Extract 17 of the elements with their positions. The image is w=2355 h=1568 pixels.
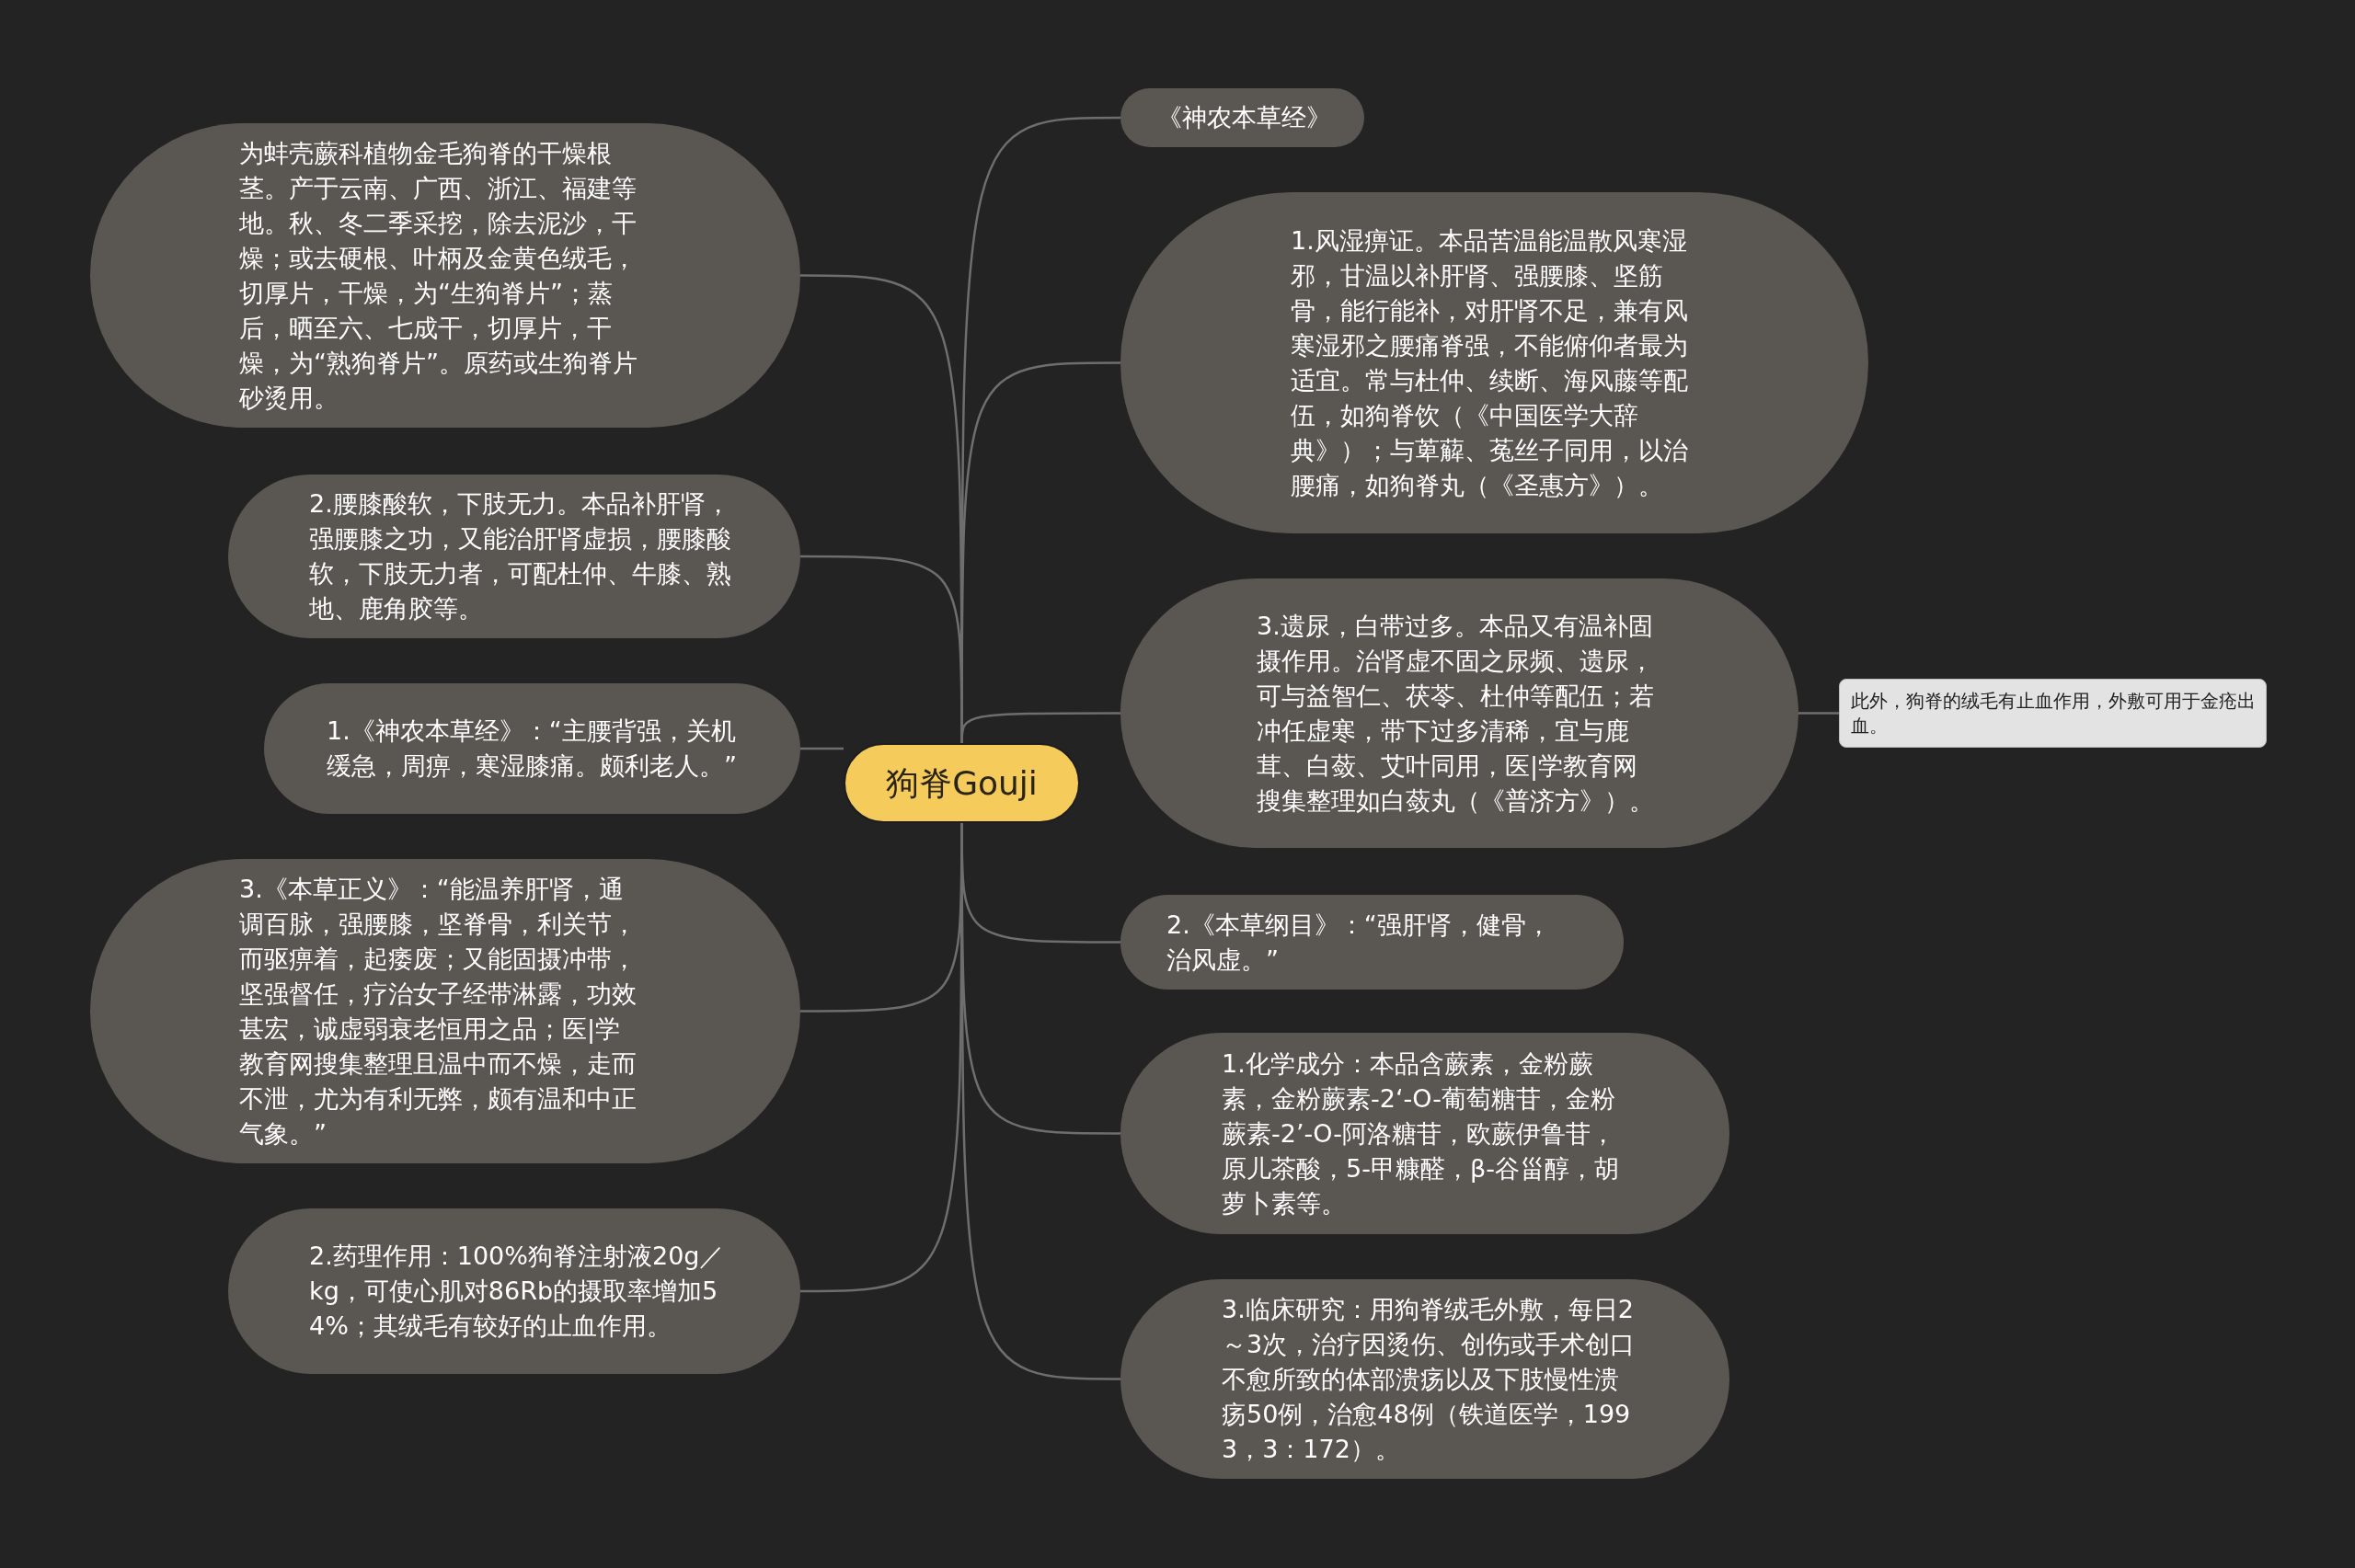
topic-text: 2.药理作用：100%狗脊注射液20g／kg，可使心肌对86Rb的摄取率增加54%；其绒毛有较好的止血作用。 (309, 1241, 726, 1342)
topic-text: 狗脊Gouji (886, 762, 1038, 804)
topic-text: 1.化学成分：本品含蕨素，金粉蕨素，金粉蕨素-2‘-O-葡萄糖苷，金粉蕨素-2’-O-阿洛糖苷，欧蕨伊鲁苷，原儿茶酸，5-甲糠醛，β-谷甾醇，胡萝卜素等。 (1222, 1047, 1620, 1219)
connector-line (800, 747, 844, 750)
topic-text: 3.遗尿，白带过多。本品又有温补固摄作用。治肾虚不固之尿频、遗尿，可与益智仁、茯苓、杜仲等配伍；若冲任虚寒，带下过多清稀，宜与鹿茸、白蔹、艾叶同用，医|学教育网搜集整理如白蔹丸（《普济方》）。 (1257, 610, 1655, 817)
topic-text: 2.《本草纲目》：“强肝肾，健骨，治风虚。” (1166, 909, 1552, 976)
topic-text: 为蚌壳蕨科植物金毛狗脊的干燥根茎。产于云南、广西、浙江、福建等地。秋、冬二季采挖，除去泥沙，干燥；或去硬根、叶柄及金黄色绒毛，切厚片，干燥，为“生狗脊片”；蒸后，晒至六、七成干，切厚片，干燥，为“熟狗脊片”。原药或生狗脊片砂烫用。 (239, 137, 638, 414)
topic-text: 1.《神农本草经》：“主腰背强，关机缓急，周痹，寒湿膝痛。颇利老人。” (327, 715, 738, 782)
connector-line (960, 712, 1120, 743)
topic-text: 2.腰膝酸软，下肢无力。本品补肝肾，强腰膝之功，又能治肝肾虚损，腰膝酸软，下肢无力者，可配杜仲、牛膝、熟地、鹿角胶等。 (309, 488, 732, 624)
topic-text: 《神农本草经》 (1157, 102, 1332, 133)
topic-text: 1.风湿痹证。本品苦温能温散风寒湿邪，甘温以补肝肾、强腰膝、坚筋骨，能行能补，对肝肾不足，兼有风寒湿邪之腰痛脊强，不能俯仰者最为适宜。常与杜仲、续断、海风藤等配伍，如狗脊饮（《中国医学大辞典》）；与萆薢、菟丝子同用，以治腰痛，如狗脊丸（《圣惠方》）。 (1291, 224, 1689, 501)
note-box (1839, 679, 2267, 748)
topic-text: 此外，狗脊的绒毛有止血作用，外敷可用于金疮出血。 (1851, 688, 2256, 738)
topic-text: 3.临床研究：用狗脊绒毛外敷，每日2～3次，治疗因烫伤、创伤或手术创口不愈所致的体部溃疡以及下肢慢性溃疡50例，治愈48例（铁道医学，1993，3：172）。 (1222, 1293, 1636, 1465)
topic-text: 3.《本草正义》：“能温养肝肾，通调百脉，强腰膝，坚脊骨，利关节，而驱痹着，起痿废；又能固摄冲带，坚强督任，疗治女子经带淋露，功效甚宏，诚虚弱衰老恒用之品；医|学教育网搜集整理且温中而不燥，走而不泄，尤为有利无弊，颇有温和中正气象。” (239, 873, 638, 1150)
connector-line (1798, 712, 1839, 715)
